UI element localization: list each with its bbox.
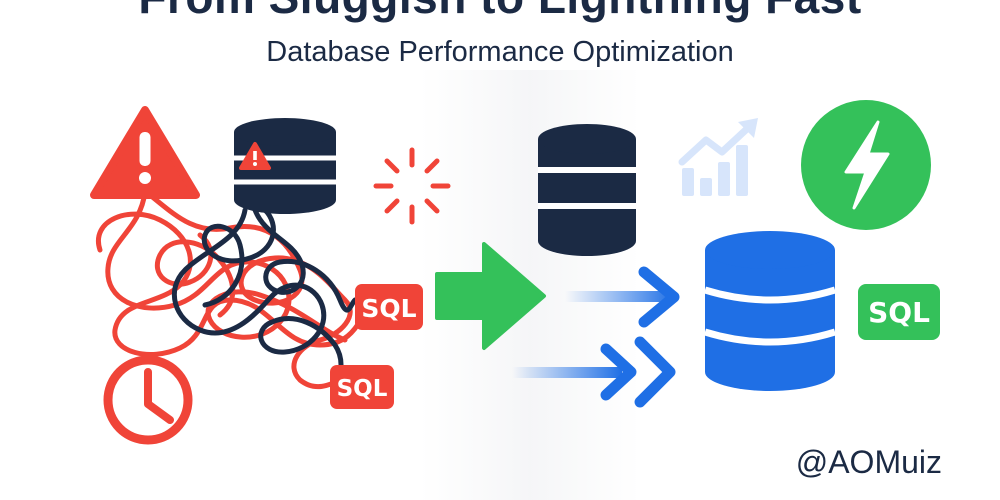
page-title: From Sluggish to Lightning Fast <box>0 0 1000 24</box>
speed-arrows-icon <box>512 266 680 408</box>
lightning-icon <box>801 100 931 230</box>
loading-spinner-icon <box>373 147 451 225</box>
database-warning-icon <box>234 118 336 214</box>
fast-database-icon <box>703 231 837 391</box>
page-subtitle: Database Performance Optimization <box>266 36 734 68</box>
sql-badge-slow-2: SQL <box>330 365 394 409</box>
green-arrow-icon <box>435 242 546 350</box>
sql-badge-label: SQL <box>361 294 416 323</box>
clock-icon <box>103 355 193 445</box>
author-handle: @AOMuiz <box>795 444 942 480</box>
sql-badge-slow-1: SQL <box>355 284 423 330</box>
trending-chart-icon <box>678 118 758 196</box>
warning-triangle-icon <box>90 106 200 199</box>
sql-badge-label: SQL <box>337 376 388 402</box>
sql-badge-fast: SQL <box>858 284 940 340</box>
database-icon <box>538 124 636 256</box>
sql-badge-label: SQL <box>868 296 930 329</box>
tangled-lines-icon <box>95 189 365 390</box>
